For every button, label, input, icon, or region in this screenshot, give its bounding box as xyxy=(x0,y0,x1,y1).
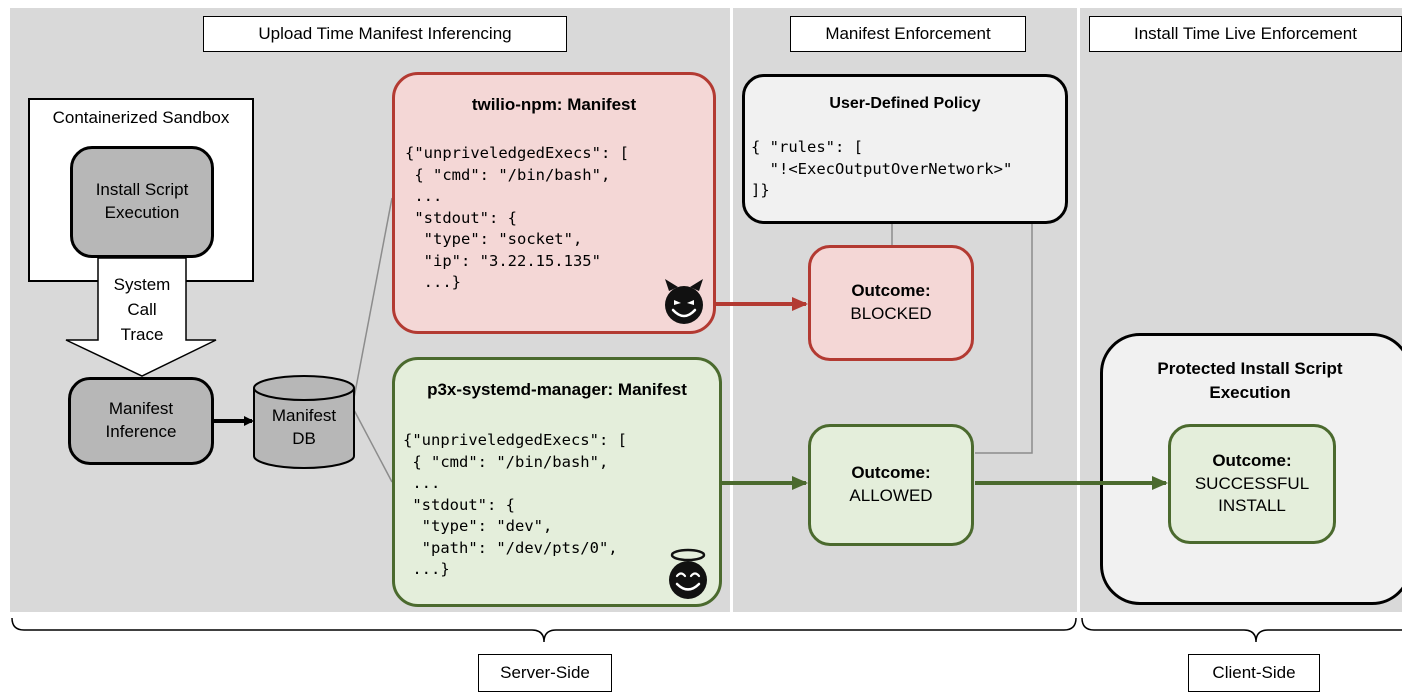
outcome-blocked-box: Outcome: BLOCKED xyxy=(808,245,974,361)
code-line: ...} xyxy=(405,273,461,291)
install-script-execution-line1: Install Script xyxy=(95,180,189,200)
devil-face-icon xyxy=(665,279,703,324)
allowed-outcome-label: Outcome: xyxy=(851,463,931,483)
manifest-db-cylinder xyxy=(253,375,355,469)
allowed-outcome-value: ALLOWED xyxy=(849,486,933,505)
malicious-manifest-code: {"unpriveledgedExecs": [ { "cmd": "/bin/… xyxy=(405,143,629,294)
policy-code: { "rules": [ "!<ExecOutputOverNetwork>" … xyxy=(751,137,1012,202)
outcome-allowed-box: Outcome: ALLOWED xyxy=(808,424,974,546)
successful-outcome-value-line1: SUCCESSFUL xyxy=(1194,473,1310,493)
manifest-inference-box: Manifest Inference xyxy=(68,377,214,465)
code-line: { "cmd": "/bin/bash", xyxy=(405,165,611,184)
client-side-label: Client-Side xyxy=(1188,654,1320,692)
db-to-benign-connector xyxy=(353,409,393,483)
code-line: ]} xyxy=(751,181,770,199)
policy-title: User-Defined Policy xyxy=(829,95,981,112)
trace-line3: Trace xyxy=(120,325,164,344)
system-call-trace-label: System Call Trace xyxy=(98,272,186,347)
policy-to-allowed-connector xyxy=(975,214,1033,454)
benign-manifest-code: {"unpriveledgedExecs": [ { "cmd": "/bin/… xyxy=(403,430,627,581)
install-script-execution-box: Install Script Execution xyxy=(70,146,214,258)
trace-line2: Call xyxy=(127,300,157,319)
system-call-trace-arrow xyxy=(65,257,217,377)
successful-outcome-label: Outcome: xyxy=(1212,450,1292,470)
protected-install-title-line2: Execution xyxy=(1209,383,1291,402)
install-script-execution-line2: Execution xyxy=(104,203,180,222)
code-line: ...} xyxy=(403,560,450,578)
code-line: "path": "/dev/pts/0", xyxy=(403,538,618,557)
code-line: "type": "dev", xyxy=(403,517,553,535)
upload-section-header: Upload Time Manifest Inferencing xyxy=(203,16,567,52)
enforcement-section-header: Manifest Enforcement xyxy=(790,16,1026,52)
benign-manifest-box: p3x-systemd-manager: Manifest {"unprivel… xyxy=(392,357,722,607)
sandbox-label: Containerized Sandbox xyxy=(52,108,230,127)
code-line: "stdout": { xyxy=(405,208,517,227)
code-line: { "rules": [ xyxy=(751,138,863,156)
code-line: {"unpriveledgedExecs": [ xyxy=(405,144,629,162)
manifest-db-label: Manifest DB xyxy=(254,404,354,450)
db-to-malicious-connector xyxy=(353,197,393,399)
protected-install-title-line1: Protected Install Script xyxy=(1157,359,1343,378)
trace-line1: System xyxy=(113,275,171,294)
benign-manifest-title: p3x-systemd-manager: Manifest xyxy=(427,380,687,399)
code-line: "type": "socket", xyxy=(405,230,583,248)
code-line: ... xyxy=(403,474,441,492)
successful-outcome-value-line2: INSTALL xyxy=(1218,496,1286,516)
user-defined-policy-box: User-Defined Policy { "rules": [ "!<Exec… xyxy=(742,74,1068,224)
blocked-outcome-label: Outcome: xyxy=(851,281,931,301)
code-line: "!<ExecOutputOverNetwork>" xyxy=(751,159,1013,178)
manifest-inference-line1: Manifest xyxy=(108,399,174,419)
server-side-label: Server-Side xyxy=(478,654,612,692)
malicious-manifest-title: twilio-npm: Manifest xyxy=(471,95,637,114)
manifest-inference-line2: Inference xyxy=(105,422,177,441)
db-line2: DB xyxy=(292,429,316,448)
client-side-brace xyxy=(1081,617,1402,643)
code-line: "ip": "3.22.15.135" xyxy=(405,251,601,270)
db-line1: Manifest xyxy=(271,406,337,425)
code-line: ... xyxy=(405,187,443,205)
code-line: "stdout": { xyxy=(403,495,515,514)
server-side-brace xyxy=(11,617,1077,643)
code-line: { "cmd": "/bin/bash", xyxy=(403,452,609,471)
install-section-header: Install Time Live Enforcement xyxy=(1089,16,1402,52)
outcome-successful-box: Outcome: SUCCESSFUL INSTALL xyxy=(1168,424,1336,544)
blocked-outcome-value: BLOCKED xyxy=(850,304,932,323)
code-line: {"unpriveledgedExecs": [ xyxy=(403,431,627,449)
angel-face-icon xyxy=(669,548,707,599)
malicious-manifest-box: twilio-npm: Manifest {"unpriveledgedExec… xyxy=(392,72,716,334)
protected-install-title: Protected Install Script Execution xyxy=(1100,357,1400,405)
